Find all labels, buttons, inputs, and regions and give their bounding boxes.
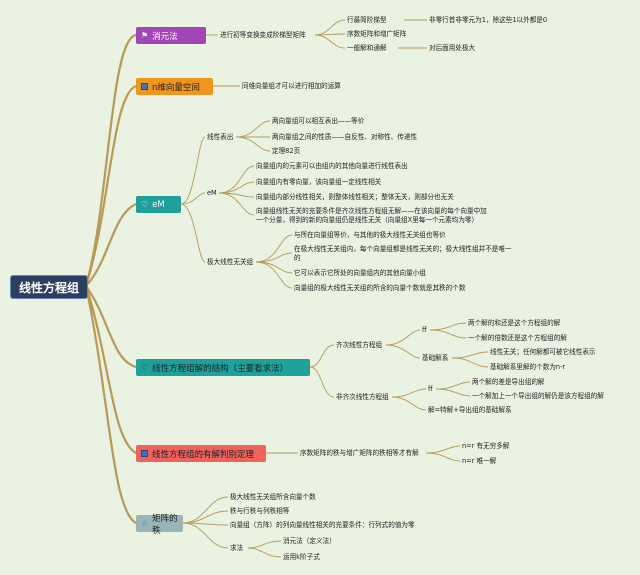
- node-text[interactable]: ff: [422, 326, 427, 334]
- node-text[interactable]: 同维向量组才可以进行相加的运算: [242, 82, 341, 90]
- node-text[interactable]: eM: [207, 189, 217, 197]
- node-text[interactable]: 对后面用处极大: [429, 44, 476, 52]
- heart-icon: ♡: [141, 363, 149, 372]
- node-text[interactable]: 两个解的差是导出组的解: [472, 378, 545, 386]
- node-text[interactable]: n=r 有无穷多解: [462, 442, 510, 450]
- node-text[interactable]: 进行初等变换变成阶梯型矩阵: [220, 31, 306, 39]
- branch-label: n维向量空间: [152, 82, 200, 93]
- node-text[interactable]: 一个解加上一个导出组的解仍是该方程组的解: [472, 392, 604, 400]
- node-text[interactable]: 一个解的倍数还是这个方程组的解: [468, 334, 567, 342]
- node-text[interactable]: 线性无关；任何解都可被它线性表示: [490, 348, 596, 356]
- node-text[interactable]: 行最简阶梯型: [347, 16, 387, 24]
- square-icon: [141, 83, 148, 90]
- node-text[interactable]: n=r 唯一解: [462, 457, 497, 465]
- node-text[interactable]: 基础解系里解的个数为n-r: [490, 363, 566, 371]
- node-text[interactable]: 与所在向量组等价，与其他的极大线性无关组也等价: [294, 231, 446, 239]
- node-text[interactable]: 解=特解+导出组的基础解系: [428, 406, 512, 414]
- node-text[interactable]: 秩与行秩与列秩相等: [230, 507, 290, 515]
- branch-label: 消元法: [152, 31, 178, 42]
- node-text[interactable]: 非零行首非零元为1，除这些1以外都是0: [429, 16, 548, 24]
- node-text[interactable]: 向量组（方阵）的列向量线性相关的充要条件：行列式的值为零: [230, 521, 415, 529]
- node-text[interactable]: 两个解的和还是这个方程组的解: [468, 319, 561, 327]
- node-text[interactable]: 求法: [230, 544, 244, 552]
- node-text[interactable]: 运用k阶子式: [283, 553, 320, 561]
- node-text[interactable]: 两向量组可以相互表出——等价: [272, 117, 365, 125]
- node-text[interactable]: 向量组的极大线性无关组的所含的向量个数就是其秩的个数: [294, 284, 466, 292]
- node-text[interactable]: 非齐次线性方程组: [336, 393, 389, 401]
- branch-solution-structure[interactable]: ♡线性方程组解的结构（主要看求法）: [136, 359, 310, 376]
- branch-label: 线性方程组的有解判别定理: [152, 449, 255, 460]
- node-text[interactable]: 向量组线性无关的充要条件是齐次线性方程组无解——在该向量的每个向量中加: [256, 207, 487, 215]
- node-text[interactable]: 两向量组之间的性质——自反性、对称性、传递性: [272, 133, 418, 141]
- node-text[interactable]: 在极大线性无关组内，每个向量组都是线性无关的；极大线性组并不是唯一: [294, 245, 512, 253]
- node-text[interactable]: 一般解和通解: [347, 44, 387, 52]
- branch-solvability-theorem[interactable]: 线性方程组的有解判别定理: [136, 445, 266, 462]
- root-node[interactable]: 线性方程组: [10, 275, 88, 299]
- node-text[interactable]: 齐次线性方程组: [336, 341, 383, 349]
- node-text[interactable]: 极大线性无关组所含向量个数: [230, 493, 316, 501]
- node-text[interactable]: ff: [428, 385, 433, 393]
- branch-matrix-rank[interactable]: ☆矩阵的秩: [136, 514, 183, 536]
- square-icon: [141, 450, 148, 457]
- node-text[interactable]: 序数矩阵和增广矩阵: [347, 30, 407, 38]
- branch-label: 矩阵的秩: [152, 513, 178, 536]
- node-text[interactable]: 序数矩阵的秩与增广矩阵的秩相等才有解: [300, 449, 419, 457]
- node-text[interactable]: 向量组内部分线性相关，则整体线性相关；整体无关，则部分也无关: [256, 193, 454, 201]
- node-text[interactable]: 线性表出: [207, 133, 234, 141]
- branch-vector-space[interactable]: n维向量空间: [136, 78, 213, 95]
- flag-icon: ⚑: [141, 31, 149, 40]
- heart-icon: ♡: [141, 200, 149, 209]
- node-text[interactable]: 向量组内的元素可以由组内的其他向量进行线性表出: [256, 162, 408, 170]
- node-text[interactable]: 它可以表示它所处的向量组内的其他向量小组: [294, 269, 426, 277]
- node-text[interactable]: 消元法（定义法）: [283, 537, 336, 545]
- branch-em[interactable]: ♡eM: [136, 196, 181, 213]
- node-text[interactable]: 基础解系: [422, 354, 449, 362]
- node-text[interactable]: 一个分量，得到的新的向量组仍是线性无关（向量组X里每一个元素均为零）: [256, 216, 479, 224]
- node-text[interactable]: 向量组内有零向量，该向量组一定线性相关: [256, 178, 382, 186]
- node-text[interactable]: 定理82页: [272, 147, 301, 155]
- node-text[interactable]: 极大线性无关组: [207, 258, 254, 266]
- star-icon: ☆: [141, 519, 149, 528]
- branch-label: 线性方程组解的结构（主要看求法）: [152, 363, 289, 374]
- branch-label: eM: [152, 199, 165, 210]
- branch-elimination[interactable]: ⚑消元法: [136, 27, 206, 44]
- node-text[interactable]: 的: [294, 254, 301, 262]
